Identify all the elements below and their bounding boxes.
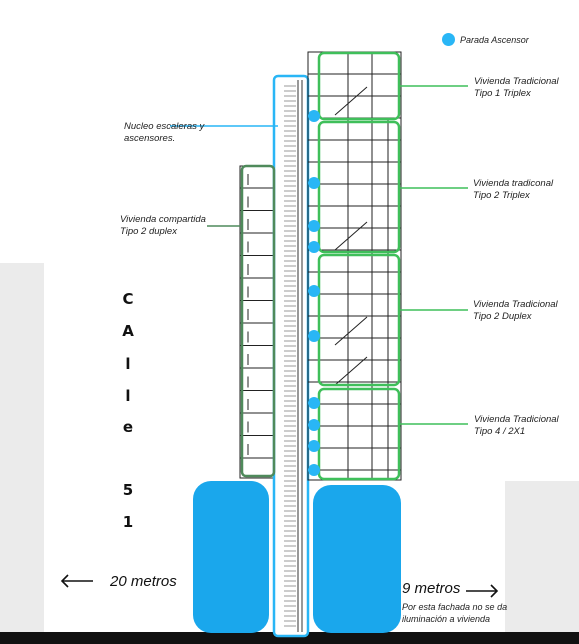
type4-outline	[317, 387, 401, 481]
street-letter: 5	[122, 481, 134, 499]
type2-triplex-outline	[317, 120, 401, 254]
elevator-stop-marker	[308, 330, 320, 342]
elevator-stop-legend-icon	[442, 33, 455, 46]
arrow-right	[466, 584, 499, 598]
neighbor-building-left	[0, 263, 44, 635]
street-letter: 1	[122, 513, 134, 531]
label-type2d: Vivienda Tradicional Tipo 2 Duplex	[473, 299, 558, 322]
elevator-stop-marker	[308, 241, 320, 253]
street-letter: e	[122, 418, 134, 436]
street-letter: A	[122, 322, 134, 340]
label-shared: Vivienda compartida Tipo 2 duplex	[120, 214, 206, 237]
elevator-stop-marker	[308, 285, 320, 297]
label-core: Nucleo escaleras y ascensores.	[124, 121, 205, 144]
label-type2t: Vivienda tradiconal Tipo 2 Triplex	[473, 178, 554, 201]
stair-mark	[334, 86, 368, 116]
elevator-stop-marker	[308, 464, 320, 476]
left-housing-volume	[239, 165, 275, 479]
elevator-stop-marker	[308, 220, 320, 232]
distance-left: 20 metros	[110, 573, 177, 590]
stair-mark	[334, 221, 368, 251]
legend-label: Parada Ascensor	[460, 35, 529, 45]
street-letter: l	[125, 355, 131, 373]
street-letter: l	[125, 387, 131, 405]
type2-duplex-outline	[317, 253, 401, 387]
neighbor-building-right	[505, 481, 579, 635]
elevator-stop-marker	[308, 440, 320, 452]
right-housing-volume	[307, 51, 402, 481]
stair-mark	[334, 316, 368, 346]
label-type4: Vivienda Tradicional Tipo 4 / 2X1	[474, 414, 559, 437]
base-block-left	[193, 481, 269, 633]
type1-triplex-outline	[317, 51, 401, 121]
elevator-stop-marker	[308, 177, 320, 189]
stair-mark	[334, 356, 368, 386]
shared-housing-outline	[240, 164, 276, 478]
elevator-stop-marker	[308, 110, 320, 122]
elevator-stop-marker	[308, 397, 320, 409]
label-type1: Vivienda Tradicional Tipo 1 Triplex	[474, 76, 559, 99]
ground-line	[0, 632, 579, 644]
elevator-stop-marker	[308, 419, 320, 431]
stair-elevator-core	[272, 74, 310, 638]
label-facade-note: Por esta fachada no se da iluminación a …	[402, 602, 508, 624]
base-block-right	[313, 485, 401, 633]
street-letter: C	[122, 290, 134, 308]
distance-right: 9 metros	[402, 580, 461, 597]
arrow-left	[60, 574, 93, 588]
